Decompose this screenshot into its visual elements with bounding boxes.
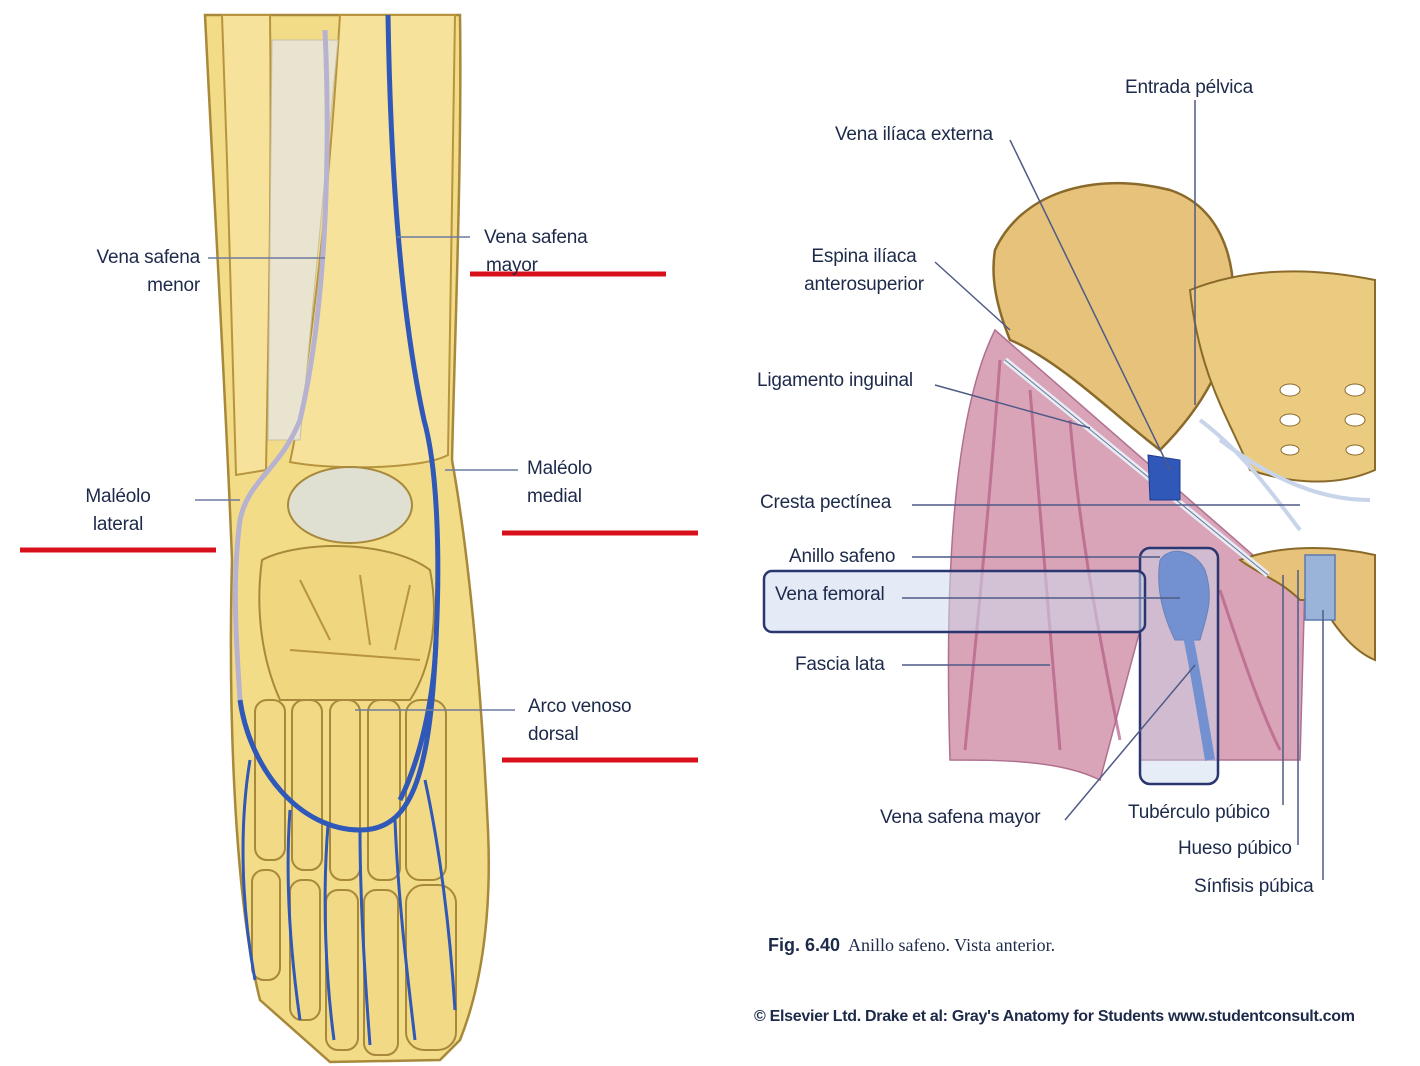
figure-caption-text: Anillo safeno. Vista anterior. bbox=[848, 935, 1056, 955]
pelvis-leader-lines bbox=[902, 100, 1324, 880]
sacrum bbox=[1188, 270, 1376, 483]
femoral-vein bbox=[1158, 550, 1210, 641]
talus bbox=[287, 466, 413, 544]
pubic-bone bbox=[1237, 547, 1376, 662]
saphenous-ring-box bbox=[1138, 546, 1220, 786]
small-saphenous-vein bbox=[232, 29, 330, 701]
great-saphenous-vein-thigh bbox=[1175, 598, 1215, 761]
label-pelvic-inlet: Entrada pélvica bbox=[1125, 77, 1253, 98]
label-lateral-malleolus: Maléolo lateral bbox=[85, 486, 151, 535]
copyright-notice: © Elsevier Ltd. Drake et al: Gray's Anat… bbox=[754, 1008, 1355, 1025]
figure-caption: Fig. 6.40 Anillo safeno. Vista anterior. bbox=[768, 935, 1055, 956]
phalanges bbox=[251, 869, 457, 1056]
label-inguinal-ligament: Ligamento inguinal bbox=[757, 370, 913, 391]
label-dorsal-venous-arch: Arco venoso dorsal bbox=[528, 696, 632, 745]
foot-leader-lines bbox=[195, 236, 518, 711]
ligaments bbox=[1198, 418, 1371, 532]
foot-illustration bbox=[20, 13, 698, 1064]
figure-number: Fig. 6.40 bbox=[768, 935, 841, 955]
red-highlight-lines bbox=[20, 271, 698, 763]
label-pubic-tubercle: Tubérculo púbico bbox=[1128, 802, 1270, 823]
label-fascia-lata: Fascia lata bbox=[795, 654, 885, 675]
metatarsals bbox=[254, 699, 447, 881]
interosseous-membrane bbox=[267, 39, 339, 441]
digital-veins bbox=[241, 759, 457, 1046]
label-femoral-vein: Vena femoral bbox=[775, 584, 885, 605]
label-external-iliac-vein: Vena ilíaca externa bbox=[835, 124, 993, 145]
sacral-foramina bbox=[1279, 383, 1366, 456]
external-iliac-vein bbox=[1147, 454, 1181, 501]
tarsal-bones bbox=[258, 545, 435, 701]
femoral-vein-label-box bbox=[762, 569, 1147, 634]
pubic-symphysis-shape bbox=[1304, 554, 1336, 621]
dorsal-venous-arch bbox=[237, 639, 439, 833]
label-pubic-symphysis: Sínfisis púbica bbox=[1194, 876, 1314, 897]
label-saphenous-ring: Anillo safeno bbox=[789, 546, 896, 567]
label-pectineal-line: Cresta pectínea bbox=[760, 492, 892, 513]
label-small-saphenous-vein: Vena safena menor bbox=[96, 247, 201, 296]
label-great-saphenous-vein-thigh: Vena safena mayor bbox=[880, 807, 1041, 828]
label-medial-malleolus: Maléolo medial bbox=[527, 458, 593, 507]
pelvis-illustration bbox=[762, 100, 1376, 880]
label-pubic-bone: Hueso púbico bbox=[1178, 838, 1292, 859]
label-great-saphenous-vein: Vena safena mayor bbox=[484, 227, 588, 276]
thigh-muscles bbox=[947, 328, 1306, 782]
label-anterior-superior-iliac-spine: Espina ilíaca anterosuperior bbox=[804, 246, 924, 295]
